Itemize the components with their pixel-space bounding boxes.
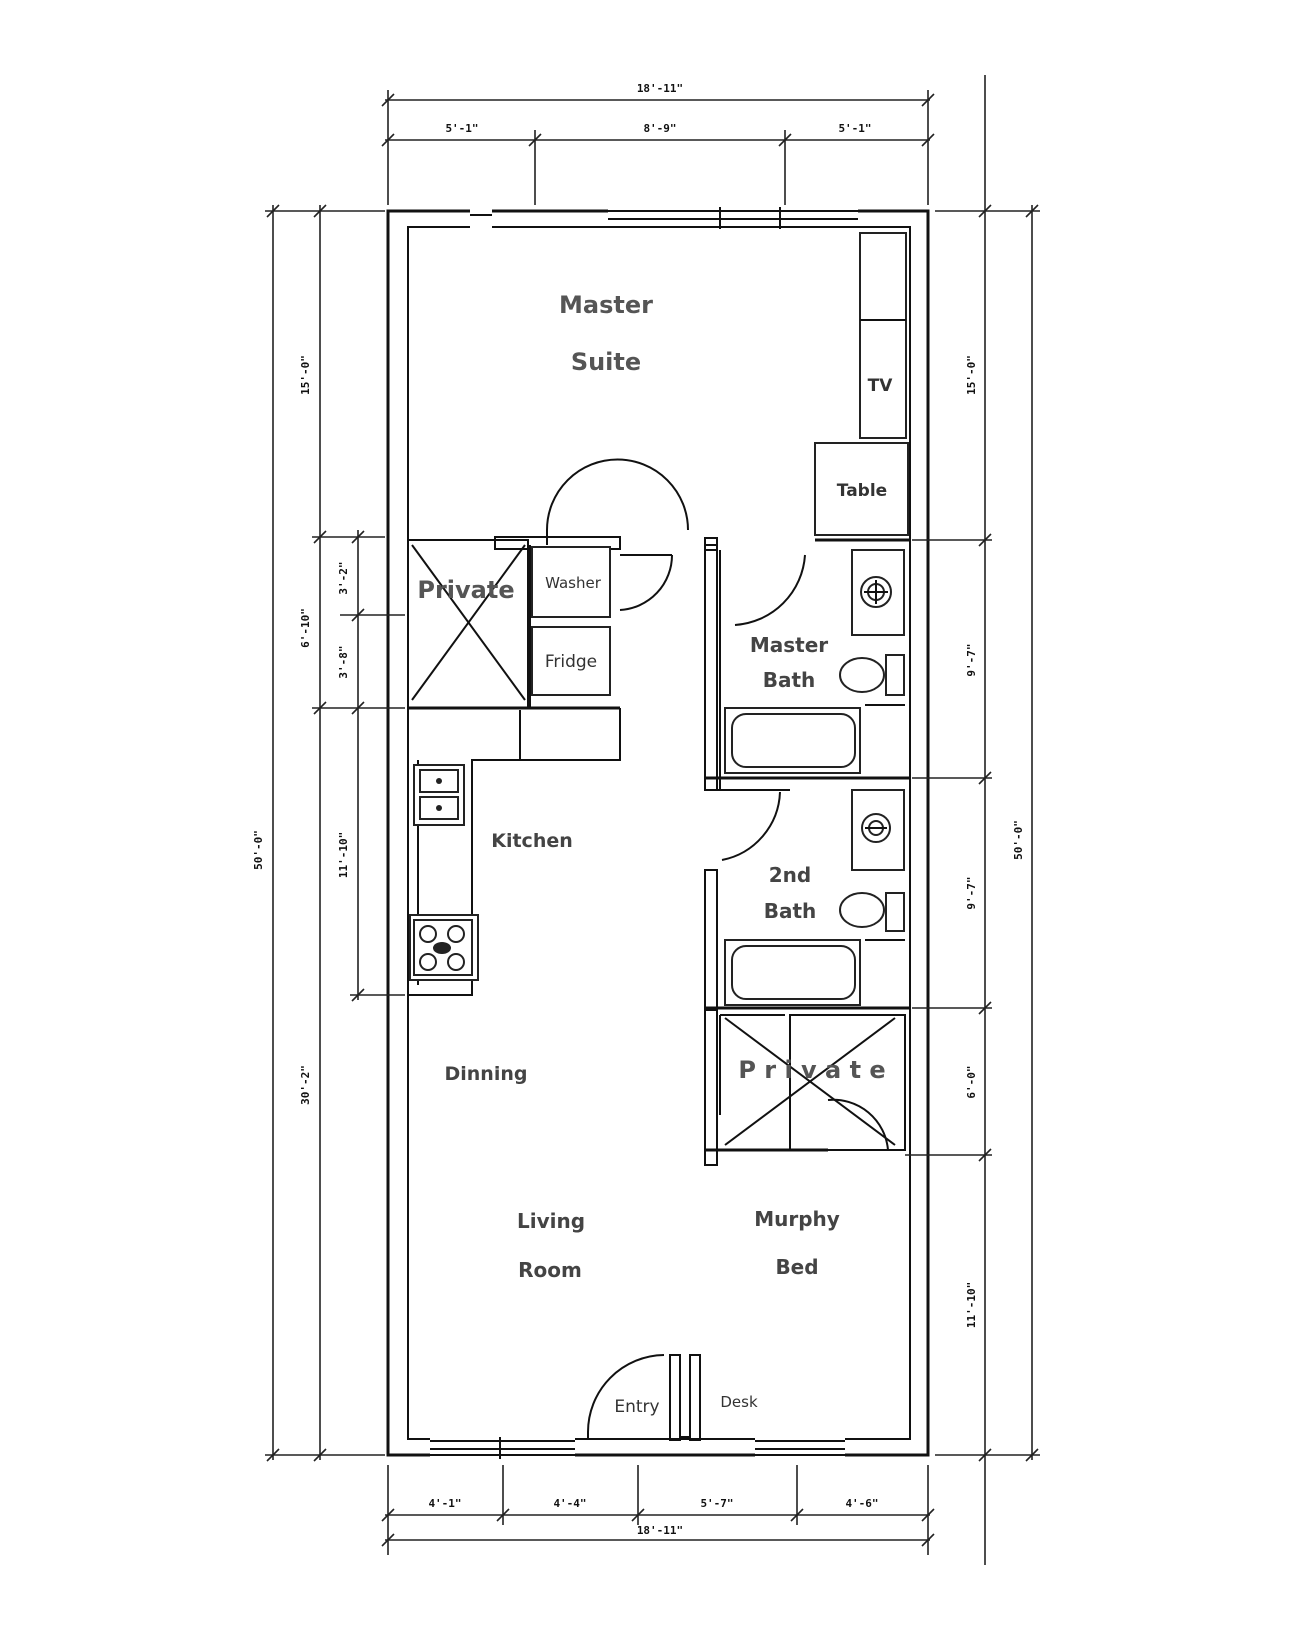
dim-right-bath2: 9'-7"	[965, 876, 978, 909]
dim-right-private: 6'-0"	[965, 1065, 978, 1098]
fridge	[531, 626, 611, 696]
dim-right-upper: 15'-0"	[965, 355, 978, 395]
dim-bottom-1: 4'-1"	[428, 1497, 461, 1510]
dimension-labels: 18'-11" 5'-1" 8'-9" 5'-1" 4'-1" 4'-4" 5'…	[252, 82, 1025, 1537]
label-master-suite-1: Master	[559, 291, 653, 319]
label-master-bath-1: Master	[750, 633, 828, 657]
label-private-upper: Private	[417, 576, 514, 604]
dim-right-bath1: 9'-7"	[965, 643, 978, 676]
label-table: Table	[837, 481, 887, 501]
bottom-windows	[430, 1437, 845, 1459]
label-living-1: Living	[517, 1209, 585, 1233]
label-washer: Washer	[545, 574, 602, 592]
dim-top-mid: 8'-9"	[643, 122, 676, 135]
dim-top-left: 5'-1"	[445, 122, 478, 135]
label-second-bath-1: 2nd	[769, 863, 811, 887]
label-master-bath-2: Bath	[763, 668, 816, 692]
label-kitchen: Kitchen	[491, 830, 573, 852]
dim-left-overall: 50'-0"	[252, 830, 265, 870]
label-living-2: Room	[518, 1258, 582, 1282]
dim-bottom-4: 4'-6"	[845, 1497, 878, 1510]
dim-left-upper: 15'-0"	[299, 355, 312, 395]
lower-private-x	[724, 1017, 896, 1146]
top-dimensions	[381, 90, 935, 205]
dim-left-closet-total: 6'-10"	[299, 608, 312, 648]
left-dimensions	[265, 204, 405, 1462]
label-second-bath-2: Bath	[764, 899, 817, 923]
dim-bottom-overall: 18'-11"	[637, 1524, 683, 1537]
master-suite-furniture	[814, 232, 909, 536]
label-master-suite-2: Suite	[571, 348, 641, 376]
washer	[531, 546, 611, 618]
top-windows	[470, 207, 858, 229]
label-private-lower: P r i v a t e	[738, 1056, 885, 1084]
interior-walls	[407, 536, 910, 1441]
room-labels: Master Suite Kitchen Dinning Living Room…	[417, 291, 885, 1282]
dim-top-overall: 18'-11"	[637, 82, 683, 95]
dim-right-overall: 50'-0"	[1012, 820, 1025, 860]
dim-left-kitchen: 11'-10"	[337, 832, 350, 878]
kitchen-fixtures	[409, 764, 479, 981]
dim-top-right: 5'-1"	[838, 122, 871, 135]
tv-unit	[859, 232, 907, 439]
second-bath-fixtures	[724, 789, 905, 1006]
upper-private-x	[411, 544, 526, 701]
table	[814, 442, 909, 536]
label-tv: TV	[868, 376, 894, 396]
exterior-walls	[386, 209, 930, 1457]
label-murphy-2: Bed	[775, 1255, 818, 1279]
right-dimensions	[905, 75, 1040, 1565]
dim-left-closet-a: 3'-2"	[337, 561, 350, 594]
bottom-dimensions	[381, 1465, 935, 1555]
dim-right-lower: 11'-10"	[965, 1282, 978, 1328]
label-desk: Desk	[720, 1393, 758, 1411]
label-murphy-1: Murphy	[754, 1207, 840, 1231]
label-fridge: Fridge	[545, 652, 597, 672]
dim-left-closet-b: 3'-8"	[337, 645, 350, 678]
fixture-labels: TV Table Washer Fridge Entry Desk	[545, 376, 893, 1417]
label-dinning: Dinning	[445, 1063, 528, 1085]
door-swings	[546, 458, 889, 1440]
washer-fridge	[531, 546, 611, 696]
dim-left-lower: 30'-2"	[299, 1065, 312, 1105]
dim-bottom-2: 4'-4"	[553, 1497, 586, 1510]
dim-bottom-3: 5'-7"	[700, 1497, 733, 1510]
master-bath-fixtures	[724, 549, 905, 774]
label-entry: Entry	[614, 1397, 659, 1417]
